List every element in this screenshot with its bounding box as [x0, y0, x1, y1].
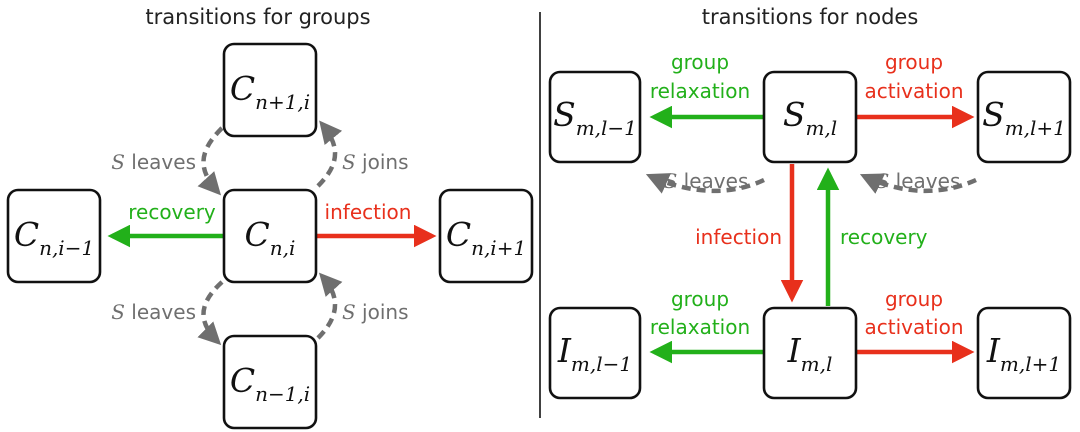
s-group-activation-label-1: group — [885, 50, 943, 74]
c-joins-label-top: S joins — [342, 150, 409, 174]
c-recovery-label: recovery — [128, 200, 216, 224]
svg-text:Cn+1,i: Cn+1,i — [230, 69, 310, 114]
infection-label: infection — [695, 225, 782, 249]
i-group-activation-label-1: group — [885, 287, 943, 311]
i-group-activation-label-2: activation — [864, 315, 963, 339]
node-c-down: Cn−1,i — [222, 334, 318, 430]
svg-text:Im,l−1: Im,l−1 — [557, 331, 632, 376]
svg-text:Cn−1,i: Cn−1,i — [230, 361, 310, 406]
svg-text:Cn,i−1: Cn,i−1 — [14, 215, 94, 260]
node-s-center: Sm,l — [762, 70, 858, 164]
c-leaves-label-bottom: S leaves — [111, 300, 196, 324]
node-i-left: Im,l−1 — [548, 306, 642, 400]
svg-text:Im,l: Im,l — [787, 331, 833, 376]
recovery-label: recovery — [840, 225, 928, 249]
svg-text:Sm,l−1: Sm,l−1 — [553, 95, 637, 140]
node-s-left: Sm,l−1 — [548, 70, 642, 164]
s-group-relaxation-label-2: relaxation — [650, 79, 750, 103]
c-joins-arrow-down — [316, 272, 343, 340]
node-i-center: Im,l — [762, 306, 858, 400]
node-c-center: Cn,i — [222, 188, 318, 284]
s-leaves-label-right: S leaves — [876, 169, 961, 193]
svg-text:Cn,i+1: Cn,i+1 — [446, 215, 526, 260]
node-s-right: Sm,l+1 — [976, 70, 1072, 164]
s-group-activation-label-2: activation — [864, 79, 963, 103]
s-group-relaxation-label-1: group — [671, 50, 729, 74]
c-infection-label: infection — [325, 200, 412, 224]
c-leaves-arrow-down — [197, 280, 224, 346]
c-leaves-arrow-up — [197, 126, 224, 196]
nodes-title: transitions for nodes — [702, 5, 919, 29]
svg-text:Cn,i: Cn,i — [245, 215, 296, 260]
node-i-right: Im,l+1 — [976, 306, 1072, 400]
svg-text:Sm,l: Sm,l — [783, 95, 837, 140]
groups-title: transitions for groups — [145, 5, 370, 29]
c-joins-arrow-up — [316, 120, 343, 188]
i-group-relaxation-label-2: relaxation — [650, 315, 750, 339]
c-joins-label-bottom: S joins — [342, 300, 409, 324]
s-leaves-label-left: S leaves — [664, 169, 749, 193]
c-leaves-label-top: S leaves — [111, 150, 196, 174]
node-c-right: Cn,i+1 — [438, 188, 534, 284]
node-c-up: Cn+1,i — [222, 42, 318, 138]
node-c-left: Cn,i−1 — [6, 188, 102, 284]
i-group-relaxation-label-1: group — [671, 287, 729, 311]
svg-text:Im,l+1: Im,l+1 — [986, 331, 1061, 376]
svg-text:Sm,l+1: Sm,l+1 — [982, 95, 1066, 140]
